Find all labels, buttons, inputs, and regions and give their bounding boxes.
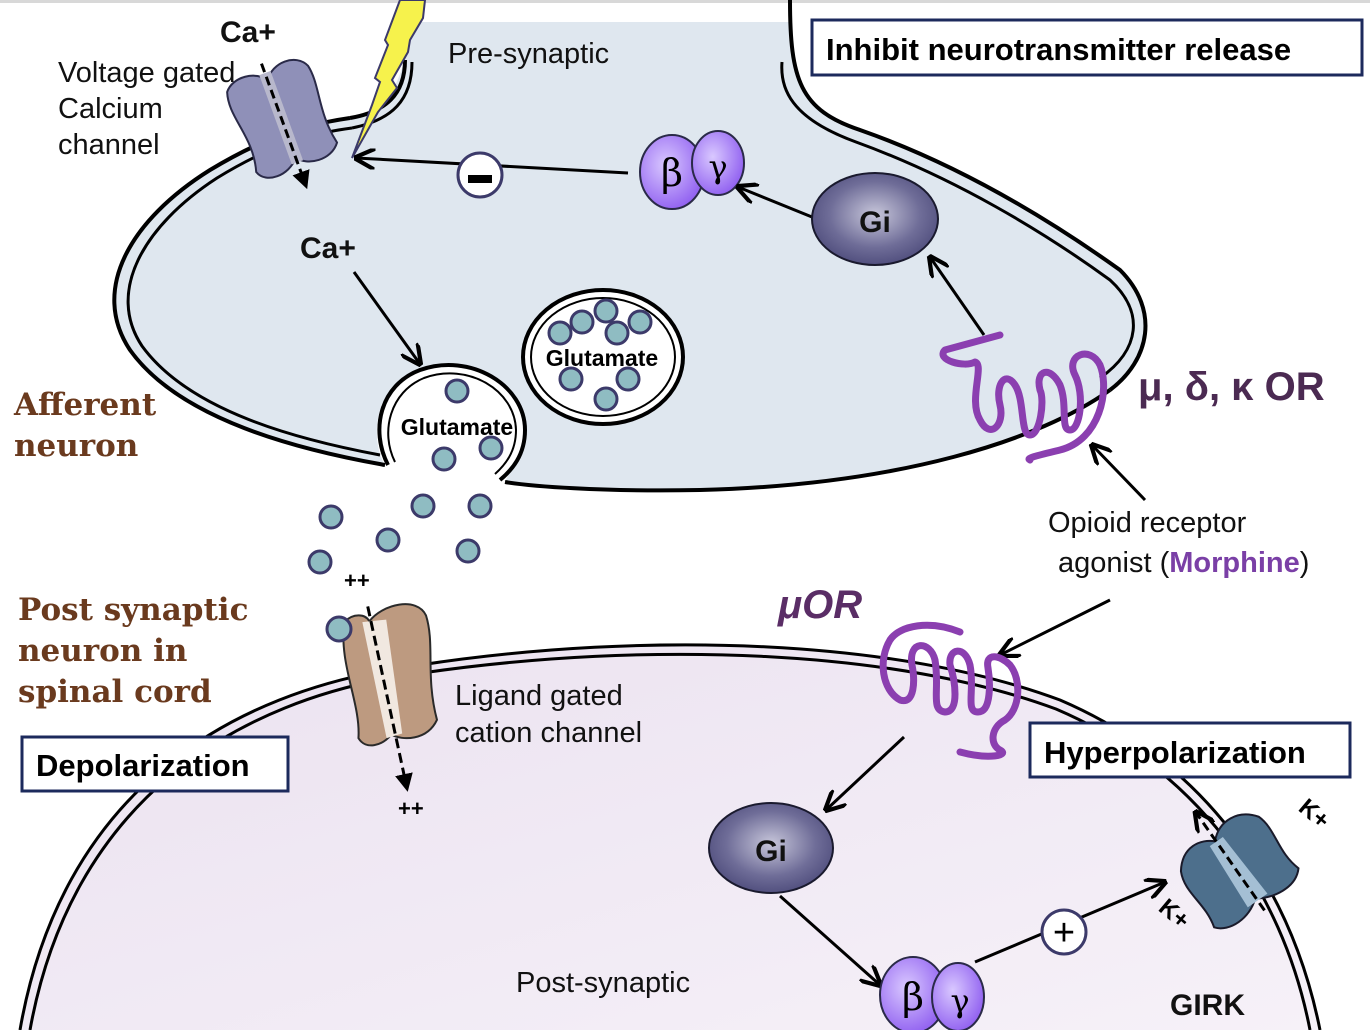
agonist-to-postsynaptic-receptor-arrow [1000, 598, 1111, 655]
presynaptic-label: Pre-synaptic [448, 38, 609, 70]
postsynaptic-neuron-label-line2: neuron in [18, 633, 187, 669]
gi-label: Gi [859, 206, 891, 239]
postsynaptic-receptor-label: μOR [777, 583, 862, 627]
postsynaptic-beta-gamma-subunit: β γ [879, 956, 985, 1030]
top-edge [0, 0, 1370, 3]
inhibit-sign-icon [456, 151, 504, 199]
gi-to-betagamma-arrow [738, 187, 813, 219]
afferent-neuron-label-line1: Afferent [13, 387, 157, 423]
vgcc-label-line3: channel [58, 129, 160, 161]
agonist-label-line2: agonist (Morphine) [1058, 547, 1309, 579]
activate-sign-text: + [1053, 912, 1075, 954]
presynaptic-receptor-label: μ, δ, κ OR [1138, 365, 1325, 409]
depolarization-box: Depolarization [20, 735, 290, 793]
hyperpolarization-box: Hyperpolarization [1028, 721, 1352, 779]
potassium-out-label: K+ [1293, 794, 1334, 835]
calcium-to-vesicle-arrow [352, 271, 420, 364]
gamma-label: γ [708, 148, 727, 186]
presynaptic-opioid-receptor-icon [939, 331, 1108, 464]
inhibit-release-text: Inhibit neurotransmitter release [826, 32, 1291, 67]
cation-outside-label: ++ [344, 568, 370, 593]
released-glutamate [307, 493, 493, 575]
receptor-to-gi-arrow [930, 257, 986, 336]
docked-vesicle-label: Glutamate [401, 414, 513, 440]
vgcc-label-line1: Voltage gated [58, 57, 235, 89]
free-vesicle-label: Glutamate [546, 345, 658, 371]
vgcc-label-line2: Calcium [58, 93, 163, 125]
gi-to-betagamma-post-arrow [779, 894, 880, 985]
activate-sign-icon: + [1040, 908, 1088, 956]
receptor-to-gi-post-arrow [826, 735, 906, 810]
agonist-to-presynaptic-receptor-arrow [1092, 445, 1147, 502]
ligand-channel-label-line2: cation channel [455, 717, 642, 749]
free-glutamate-vesicle: Glutamate [521, 288, 685, 426]
girk-label: GIRK [1170, 989, 1245, 1022]
calcium-ion-outside: Ca+ [220, 16, 276, 49]
agonist-label-line1: Opioid receptor [1048, 507, 1247, 539]
voltage-gated-calcium-channel [226, 59, 339, 190]
inhibit-release-box: Inhibit neurotransmitter release [810, 18, 1364, 77]
postsynaptic-mu-opioid-receptor-icon [879, 621, 1022, 760]
ligand-gated-cation-channel [342, 603, 439, 792]
hyperpolarization-text: Hyperpolarization [1044, 735, 1306, 770]
cation-inside-label: ++ [398, 796, 424, 821]
postsynaptic-neuron-label-line3: spinal cord [18, 674, 212, 710]
bound-glutamate [325, 615, 353, 643]
girk-potassium-channel [1179, 782, 1300, 930]
post-gi-label: Gi [755, 835, 787, 868]
presynaptic-beta-gamma-subunit: β γ [639, 130, 745, 210]
lightning-bolt-icon [351, 0, 427, 159]
presynaptic-gi-protein: Gi [811, 172, 939, 266]
postsynaptic-neuron-label-line1: Post synaptic [18, 592, 248, 628]
depolarization-text: Depolarization [36, 748, 250, 783]
postsynaptic-gi-protein: Gi [708, 802, 834, 894]
beta-label: β [661, 151, 683, 195]
post-gamma-label: γ [950, 982, 969, 1020]
post-beta-label: β [902, 975, 924, 1019]
afferent-neuron-label-line2: neuron [14, 428, 138, 464]
docked-glutamate-vesicle: Glutamate [377, 363, 528, 482]
calcium-ion-inside: Ca+ [300, 232, 356, 265]
postsynaptic-label: Post-synaptic [516, 967, 690, 999]
ligand-channel-label-line1: Ligand gated [455, 680, 623, 712]
morphine-label: Morphine [1169, 547, 1300, 579]
